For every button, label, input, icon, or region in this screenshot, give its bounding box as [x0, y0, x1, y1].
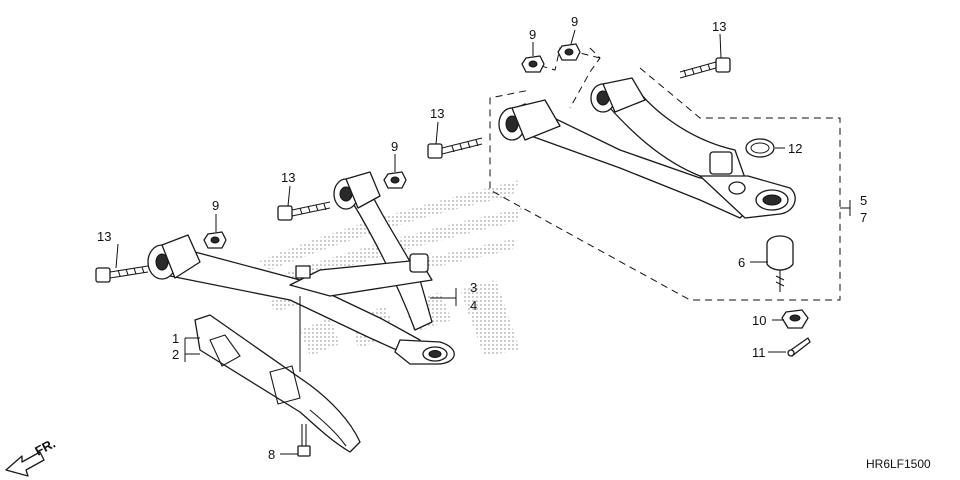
lower-arm — [147, 171, 455, 365]
hex-nut — [203, 231, 227, 249]
callout-13: 13 — [97, 229, 111, 244]
callout-9: 9 — [212, 198, 219, 213]
front-direction-arrow: FR. — [5, 436, 58, 477]
callout-13: 13 — [281, 170, 295, 185]
diagram-code: HR6LF1500 — [866, 457, 931, 471]
leader-lines — [115, 29, 851, 455]
upper-arm — [498, 77, 796, 219]
callout-13: 13 — [712, 19, 726, 34]
hex-nut — [557, 43, 581, 61]
callout-9: 9 — [529, 27, 536, 42]
callout-11: 11 — [752, 345, 766, 360]
callout-1: 1 — [172, 331, 179, 346]
callout-9: 9 — [391, 139, 398, 154]
callout-6: 6 — [738, 255, 745, 270]
hex-nut — [383, 171, 407, 189]
flange-bolt — [679, 57, 731, 79]
callout-2: 2 — [172, 347, 179, 362]
callout-12: 12 — [788, 141, 802, 156]
castle-nut — [781, 309, 809, 329]
callout-10: 10 — [752, 313, 766, 328]
guard-bolt — [297, 424, 311, 457]
callout-9: 9 — [571, 14, 578, 29]
flange-bolt — [95, 265, 149, 283]
callout-7: 7 — [860, 210, 867, 225]
callout-5: 5 — [860, 193, 867, 208]
hex-nut — [521, 55, 545, 73]
flange-bolt — [427, 137, 483, 159]
callout-3: 3 — [470, 280, 477, 295]
flange-bolt — [277, 201, 331, 221]
arm-guard — [194, 314, 361, 453]
ball-joint — [766, 235, 794, 292]
callout-8: 8 — [268, 447, 275, 462]
callout-4: 4 — [470, 298, 477, 313]
callout-13: 13 — [430, 106, 444, 121]
circlip — [745, 138, 775, 158]
cotter-pin — [787, 337, 811, 357]
